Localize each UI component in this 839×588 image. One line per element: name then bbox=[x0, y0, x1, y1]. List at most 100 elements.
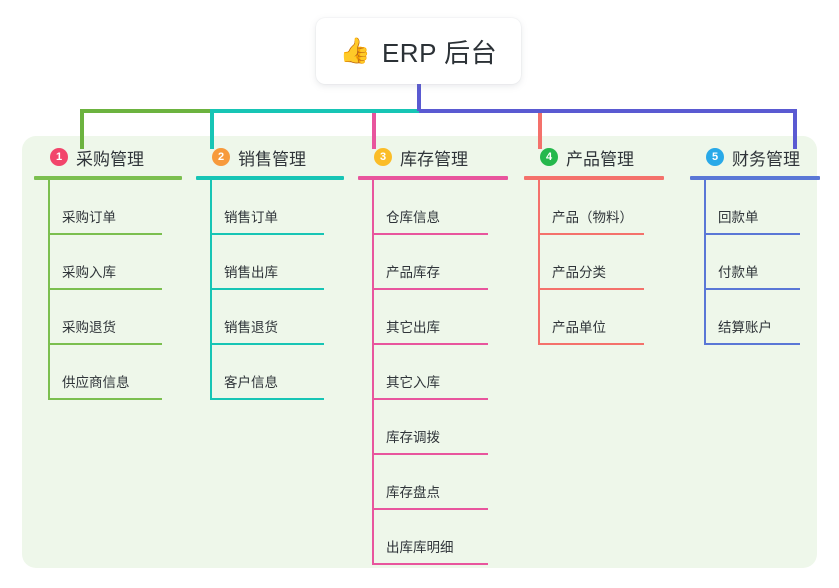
leaf-underline bbox=[372, 233, 488, 235]
leaf-node[interactable]: 库存调拨 bbox=[358, 400, 508, 455]
leaf-node[interactable]: 产品（物料） bbox=[524, 180, 664, 235]
leaf-stem-connector bbox=[372, 455, 374, 510]
leaf-stem-connector bbox=[48, 180, 50, 235]
diagram-panel-background bbox=[22, 136, 817, 568]
leaf-node[interactable]: 付款单 bbox=[690, 235, 820, 290]
column-items: 产品（物料） 产品分类产品单位 bbox=[524, 180, 664, 345]
column-header-rule bbox=[196, 176, 344, 180]
leaf-label: 结算账户 bbox=[718, 320, 772, 335]
column-items: 采购订单采购入库采购退货供应商信息 bbox=[34, 180, 182, 400]
leaf-node[interactable]: 客户信息 bbox=[196, 345, 344, 400]
leaf-stem-connector bbox=[48, 290, 50, 345]
bus-right-cap bbox=[793, 109, 797, 149]
column-header-1[interactable]: 1 采购管理 bbox=[34, 144, 182, 170]
leaf-underline bbox=[538, 233, 644, 235]
column-采购管理: 1 采购管理采购订单采购入库采购退货供应商信息 bbox=[34, 144, 182, 400]
leaf-underline bbox=[538, 343, 644, 345]
leaf-stem-connector bbox=[372, 180, 374, 235]
leaf-underline bbox=[210, 233, 324, 235]
leaf-label: 产品分类 bbox=[552, 265, 606, 280]
leaf-node[interactable]: 库存盘点 bbox=[358, 455, 508, 510]
leaf-label: 采购订单 bbox=[62, 210, 116, 225]
column-header-5[interactable]: 5 财务管理 bbox=[690, 144, 820, 170]
leaf-stem-connector bbox=[704, 290, 706, 345]
root-node-erp-backend[interactable]: 👍 ERP 后台 bbox=[316, 18, 521, 84]
leaf-label: 仓库信息 bbox=[386, 210, 440, 225]
leaf-label: 其它出库 bbox=[386, 320, 440, 335]
leaf-node[interactable]: 采购入库 bbox=[34, 235, 182, 290]
leaf-underline bbox=[210, 288, 324, 290]
leaf-stem-connector bbox=[210, 290, 212, 345]
column-items: 仓库信息产品库存其它出库其它入库库存调拨库存盘点出库库明细 bbox=[358, 180, 508, 565]
column-badge-1: 1 bbox=[50, 148, 68, 166]
bus-left-cap bbox=[80, 109, 84, 149]
column-header-rule bbox=[358, 176, 508, 180]
leaf-stem-connector bbox=[210, 235, 212, 290]
column-drop-2 bbox=[210, 113, 214, 149]
column-header-rule bbox=[690, 176, 820, 180]
column-财务管理: 5 财务管理回款单付款单结算账户 bbox=[690, 144, 820, 345]
leaf-node[interactable]: 销售出库 bbox=[196, 235, 344, 290]
leaf-node[interactable]: 销售订单 bbox=[196, 180, 344, 235]
leaf-label: 库存调拨 bbox=[386, 430, 440, 445]
leaf-underline bbox=[372, 343, 488, 345]
leaf-node[interactable]: 采购订单 bbox=[34, 180, 182, 235]
leaf-node[interactable]: 采购退货 bbox=[34, 290, 182, 345]
column-header-2[interactable]: 2 销售管理 bbox=[196, 144, 344, 170]
root-node-label: ERP 后台 bbox=[381, 37, 498, 68]
leaf-stem-connector bbox=[210, 345, 212, 400]
leaf-underline bbox=[372, 453, 488, 455]
leaf-underline bbox=[48, 288, 162, 290]
bus-segment-1 bbox=[80, 109, 210, 113]
leaf-label: 回款单 bbox=[718, 210, 759, 225]
leaf-label: 销售出库 bbox=[224, 265, 278, 280]
leaf-label: 产品（物料） bbox=[552, 210, 633, 225]
column-header-rule bbox=[524, 176, 664, 180]
leaf-stem-connector bbox=[372, 290, 374, 345]
leaf-stem-connector bbox=[538, 235, 540, 290]
leaf-node[interactable]: 结算账户 bbox=[690, 290, 820, 345]
leaf-node[interactable]: 销售退货 bbox=[196, 290, 344, 345]
leaf-label: 产品库存 bbox=[386, 265, 440, 280]
column-title-label: 销售管理 bbox=[238, 149, 306, 169]
column-title-label: 产品管理 bbox=[566, 149, 634, 169]
leaf-stem-connector bbox=[372, 400, 374, 455]
column-drop-4 bbox=[538, 113, 542, 149]
leaf-node[interactable]: 供应商信息 bbox=[34, 345, 182, 400]
column-badge-5: 5 bbox=[706, 148, 724, 166]
leaf-node[interactable]: 其它出库 bbox=[358, 290, 508, 345]
leaf-underline bbox=[372, 563, 488, 565]
leaf-node[interactable]: 产品单位 bbox=[524, 290, 664, 345]
leaf-node[interactable]: 仓库信息 bbox=[358, 180, 508, 235]
leaf-node[interactable]: 回款单 bbox=[690, 180, 820, 235]
column-title-label: 财务管理 bbox=[732, 149, 800, 169]
column-title-label: 采购管理 bbox=[76, 149, 144, 169]
column-badge-2: 2 bbox=[212, 148, 230, 166]
leaf-underline bbox=[48, 398, 162, 400]
leaf-label: 出库库明细 bbox=[386, 540, 454, 555]
column-badge-3: 3 bbox=[374, 148, 392, 166]
leaf-node[interactable]: 产品库存 bbox=[358, 235, 508, 290]
leaf-stem-connector bbox=[538, 290, 540, 345]
bus-segment-3 bbox=[419, 109, 797, 113]
column-drop-3 bbox=[372, 113, 376, 149]
leaf-label: 采购入库 bbox=[62, 265, 116, 280]
leaf-stem-connector bbox=[704, 235, 706, 290]
leaf-underline bbox=[372, 288, 488, 290]
leaf-node[interactable]: 产品分类 bbox=[524, 235, 664, 290]
leaf-underline bbox=[372, 398, 488, 400]
root-trunk-connector bbox=[417, 82, 421, 111]
bus-segment-2 bbox=[210, 109, 419, 113]
column-销售管理: 2 销售管理销售订单销售出库销售退货客户信息 bbox=[196, 144, 344, 400]
leaf-stem-connector bbox=[372, 345, 374, 400]
leaf-node[interactable]: 出库库明细 bbox=[358, 510, 508, 565]
leaf-underline bbox=[210, 343, 324, 345]
leaf-stem-connector bbox=[372, 510, 374, 565]
leaf-underline bbox=[48, 233, 162, 235]
leaf-node[interactable]: 其它入库 bbox=[358, 345, 508, 400]
